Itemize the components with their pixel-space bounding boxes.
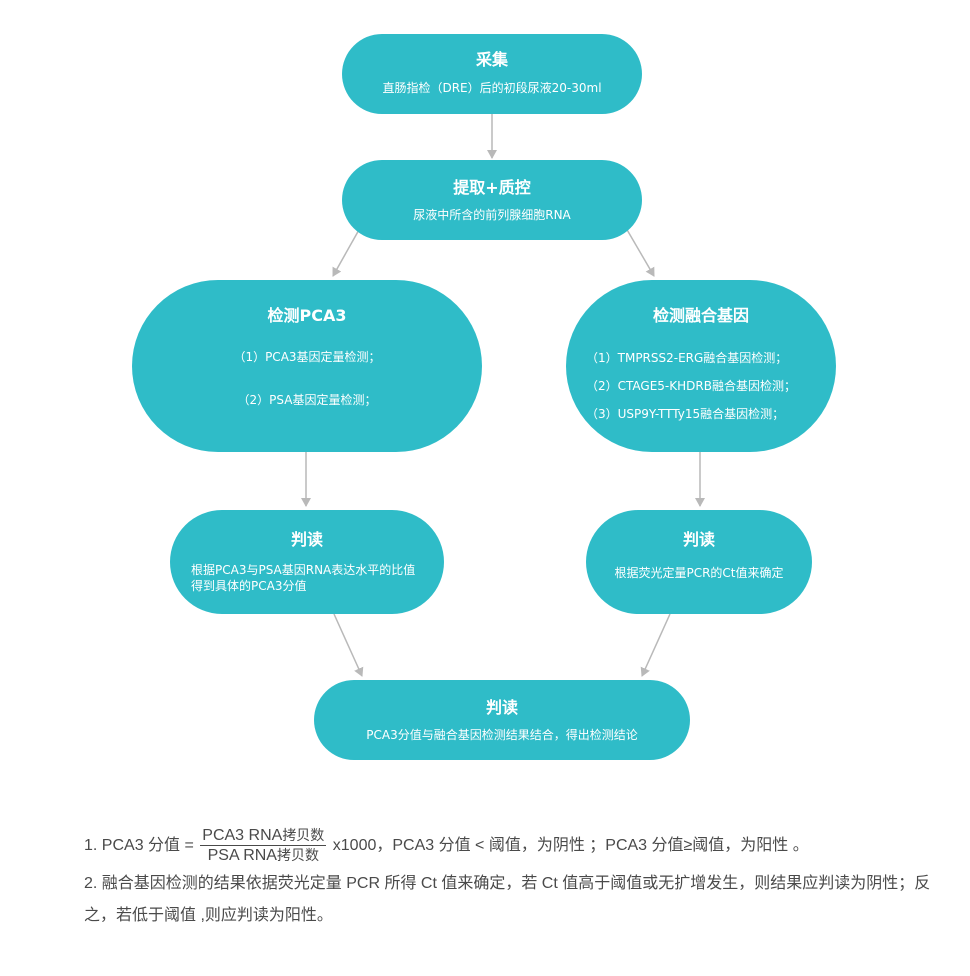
node-detect-fusion-item-1: （1）TMPRSS2-ERG融合基因检测； [586, 351, 788, 365]
node-detect-fusion-item-3: （3）USP9Y-TTTy15融合基因检测； [586, 407, 785, 421]
arrow-extract-to-fusion [625, 227, 655, 277]
node-extract-title: 提取+质控 [453, 178, 531, 197]
node-judge-right-title: 判读 [682, 530, 715, 549]
node-detect-pca3-item-1: （1）PCA3基因定量检测； [233, 350, 381, 364]
note-1-suffix: x1000，PCA3 分值 < 阈值，为阴性 ；PCA3 分值≥阈值，为阳性 。 [332, 837, 809, 854]
arrow-judge-left-to-final [333, 613, 364, 677]
node-collect: 采集 直肠指检（DRE）后的初段尿液20-30ml [342, 34, 642, 114]
node-detect-fusion-item-2: （2）CTAGE5-KHDRB融合基因检测； [586, 379, 796, 393]
node-collect-text: 直肠指检（DRE）后的初段尿液20-30ml [382, 81, 602, 95]
node-extract-text: 尿液中所含的前列腺细胞RNA [413, 208, 571, 222]
node-collect-title: 采集 [475, 50, 508, 69]
node-detect-fusion-title: 检测融合基因 [652, 306, 749, 325]
node-judge-left-text: 根据PCA3与PSA基因RNA表达水平的比值得到具体的PCA3分值 [191, 563, 416, 593]
note-1-prefix: 1. PCA3 分值 = [84, 837, 194, 854]
node-judge-right: 判读 根据荧光定量PCR的Ct值来确定 [586, 510, 812, 614]
node-judge-left: 判读 根据PCA3与PSA基因RNA表达水平的比值得到具体的PCA3分值 [170, 510, 444, 614]
node-detect-pca3: 检测PCA3 （1）PCA3基因定量检测； （2）PSA基因定量检测； [132, 280, 482, 452]
node-detect-pca3-item-2: （2）PSA基因定量检测； [237, 393, 377, 407]
node-judge-final: 判读 PCA3分值与融合基因检测结果结合，得出检测结论 [314, 680, 690, 760]
node-judge-left-title: 判读 [290, 530, 323, 549]
fraction-denominator: PSA RNA拷贝数 [207, 847, 319, 865]
fraction-numerator: PCA3 RNA拷贝数 [200, 827, 327, 847]
arrow-extract-to-pca3 [332, 227, 361, 277]
pca3-score-fraction: PCA3 RNA拷贝数 PSA RNA拷贝数 [200, 826, 327, 865]
node-judge-right-text: 根据荧光定量PCR的Ct值来确定 [614, 566, 784, 580]
note-line-2: 2. 融合基因检测的结果依据荧光定量 PCR 所得 Ct 值来确定，若 Ct 值… [84, 875, 931, 924]
node-judge-final-title: 判读 [485, 698, 518, 717]
node-detect-pca3-title: 检测PCA3 [267, 306, 347, 325]
note-line-1: 1. PCA3 分值 = PCA3 RNA拷贝数 PSA RNA拷贝数 x100… [84, 826, 954, 866]
node-judge-final-text: PCA3分值与融合基因检测结果结合，得出检测结论 [366, 728, 638, 742]
node-detect-fusion: 检测融合基因 （1）TMPRSS2-ERG融合基因检测； （2）CTAGE5-K… [566, 280, 836, 452]
notes: 1. PCA3 分值 = PCA3 RNA拷贝数 PSA RNA拷贝数 x100… [84, 826, 954, 932]
arrow-judge-right-to-final [640, 613, 671, 677]
node-extract: 提取+质控 尿液中所含的前列腺细胞RNA [342, 160, 642, 240]
